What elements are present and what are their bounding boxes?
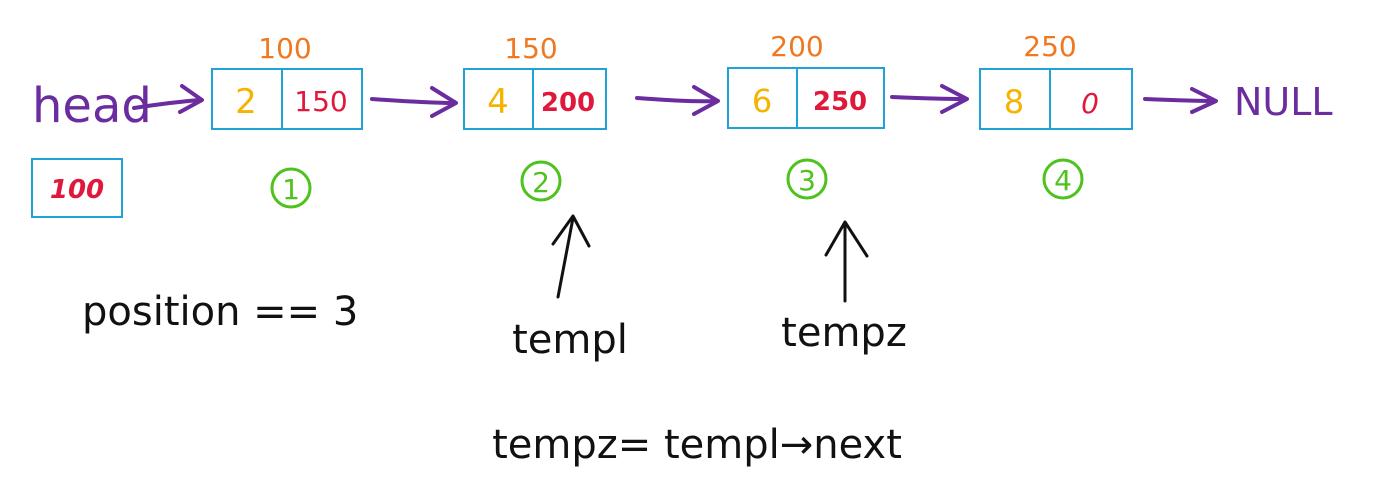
node-next: 0 [1081, 87, 1099, 120]
position-text: position == 3 [82, 289, 358, 335]
null-label: NULL [1234, 80, 1333, 124]
node-index-circle [520, 160, 562, 202]
node-index-circle [786, 158, 828, 200]
node-index: 3 [798, 164, 816, 197]
node-index: 2 [532, 166, 550, 199]
head-label: head [32, 78, 152, 134]
node-index-circle [270, 167, 312, 209]
node-address: 150 [504, 32, 557, 65]
node-next: 250 [813, 87, 867, 117]
node-address: 250 [1023, 30, 1076, 63]
node-box [463, 68, 607, 130]
assignment-text: tempz= templ→next [492, 422, 902, 468]
node-3: 200 6 250 3 [727, 30, 885, 200]
node-index-circle [1042, 158, 1084, 200]
node-2: 150 4 200 2 [463, 32, 607, 202]
node-box [727, 67, 885, 129]
arrow-node-1-to-node-2 [370, 86, 458, 118]
node-index: 1 [282, 173, 300, 206]
node-next: 200 [541, 88, 595, 118]
node-address: 200 [770, 30, 823, 63]
temp2-pointer-arrow [824, 220, 869, 303]
temp1-pointer-arrow [551, 214, 591, 299]
temp1-label: templ [512, 317, 628, 363]
arrow-node-4-to-null [1143, 87, 1218, 114]
temp2-label: tempz [781, 310, 907, 356]
arrow-node-2-to-node-3 [635, 85, 720, 116]
node-4: 250 8 0 4 [979, 30, 1133, 200]
node-box [211, 68, 363, 130]
node-data: 4 [487, 82, 509, 122]
node-box [979, 68, 1133, 130]
node-next: 150 [294, 85, 347, 118]
node-data: 8 [1004, 83, 1024, 121]
node-data: 2 [235, 82, 257, 122]
head-pointer-box: 100 [31, 158, 123, 218]
arrow-node-3-to-node-4 [890, 84, 969, 114]
node-index: 4 [1054, 164, 1072, 197]
arrow-head-to-node-1 [132, 84, 204, 114]
node-data: 6 [752, 82, 772, 120]
node-address: 100 [258, 32, 311, 65]
head-value: 100 [50, 175, 104, 205]
node-1: 100 2 150 1 [211, 32, 363, 209]
head-box [31, 158, 123, 218]
